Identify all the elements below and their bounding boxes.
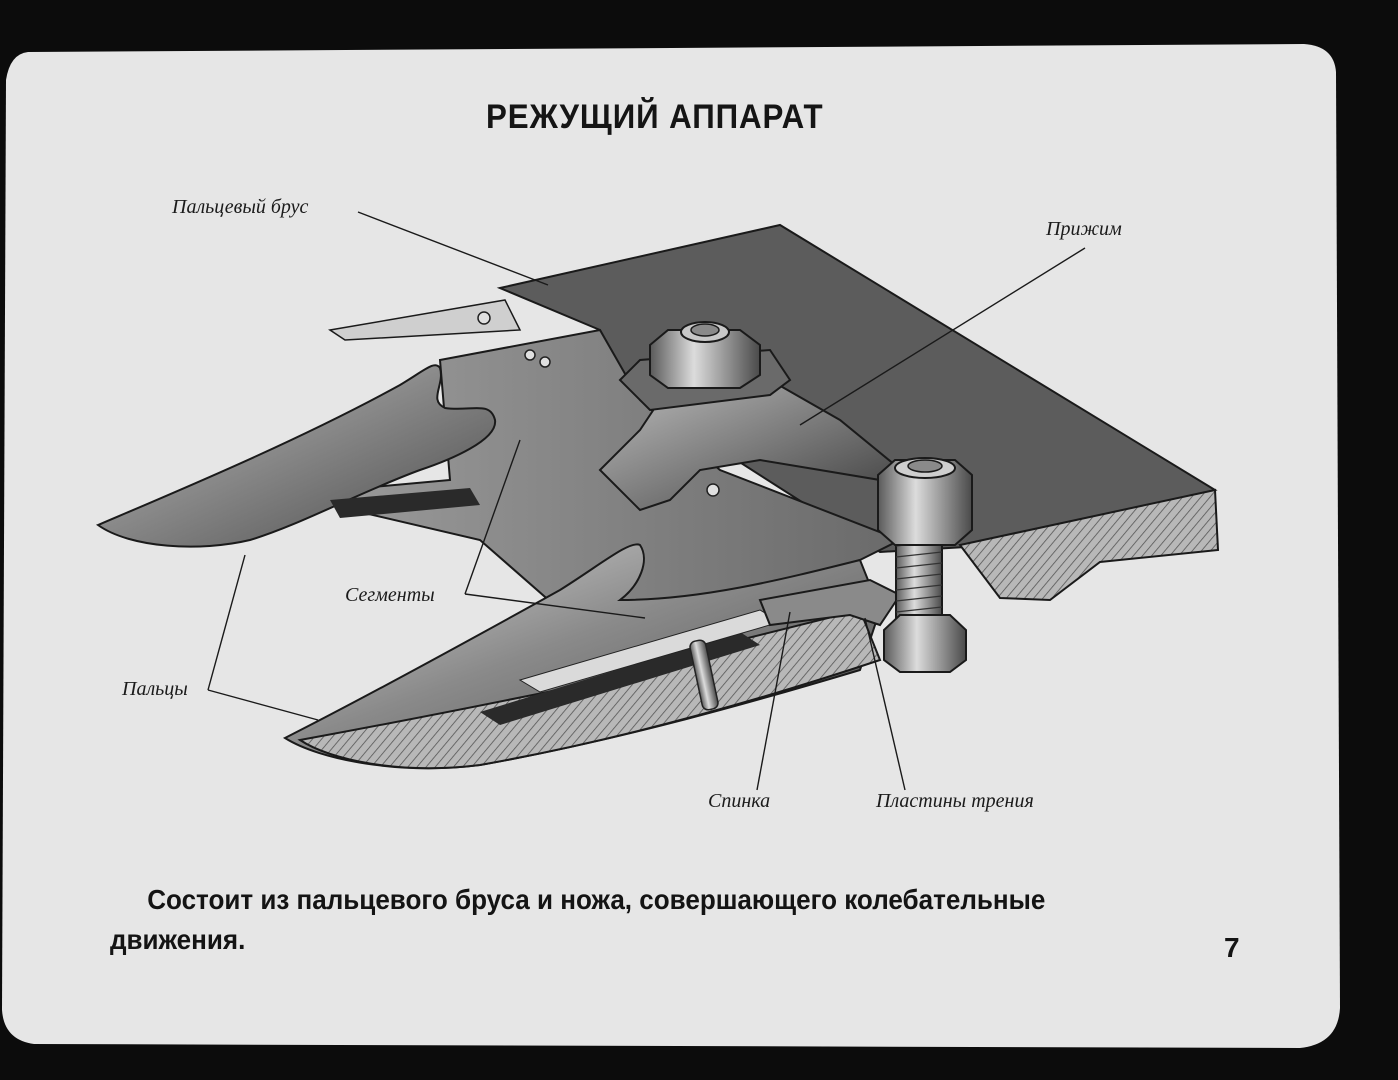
slide-caption: Состоит из пальцевого бруса и ножа, сове…	[110, 884, 1046, 955]
page-number: 7	[1224, 932, 1240, 963]
label-finger-bar: Пальцевый брус	[172, 196, 309, 218]
label-segments: Сегменты	[345, 584, 435, 606]
friction-plates	[758, 578, 902, 627]
label-friction-plates: Пластины трения	[876, 790, 1034, 812]
upper-finger	[95, 364, 497, 548]
slide-title: РЕЖУЩИЙ АППАРАТ	[486, 98, 824, 136]
leader-lines	[207, 211, 1086, 791]
top-nut	[649, 321, 761, 389]
finger-bar-section	[958, 488, 1220, 602]
label-clamp: Прижим	[1046, 218, 1122, 240]
label-fingers: Пальцы	[122, 678, 188, 700]
right-bolt	[877, 457, 973, 673]
knife-back-strip	[328, 299, 522, 341]
label-back: Спинка	[708, 790, 771, 812]
